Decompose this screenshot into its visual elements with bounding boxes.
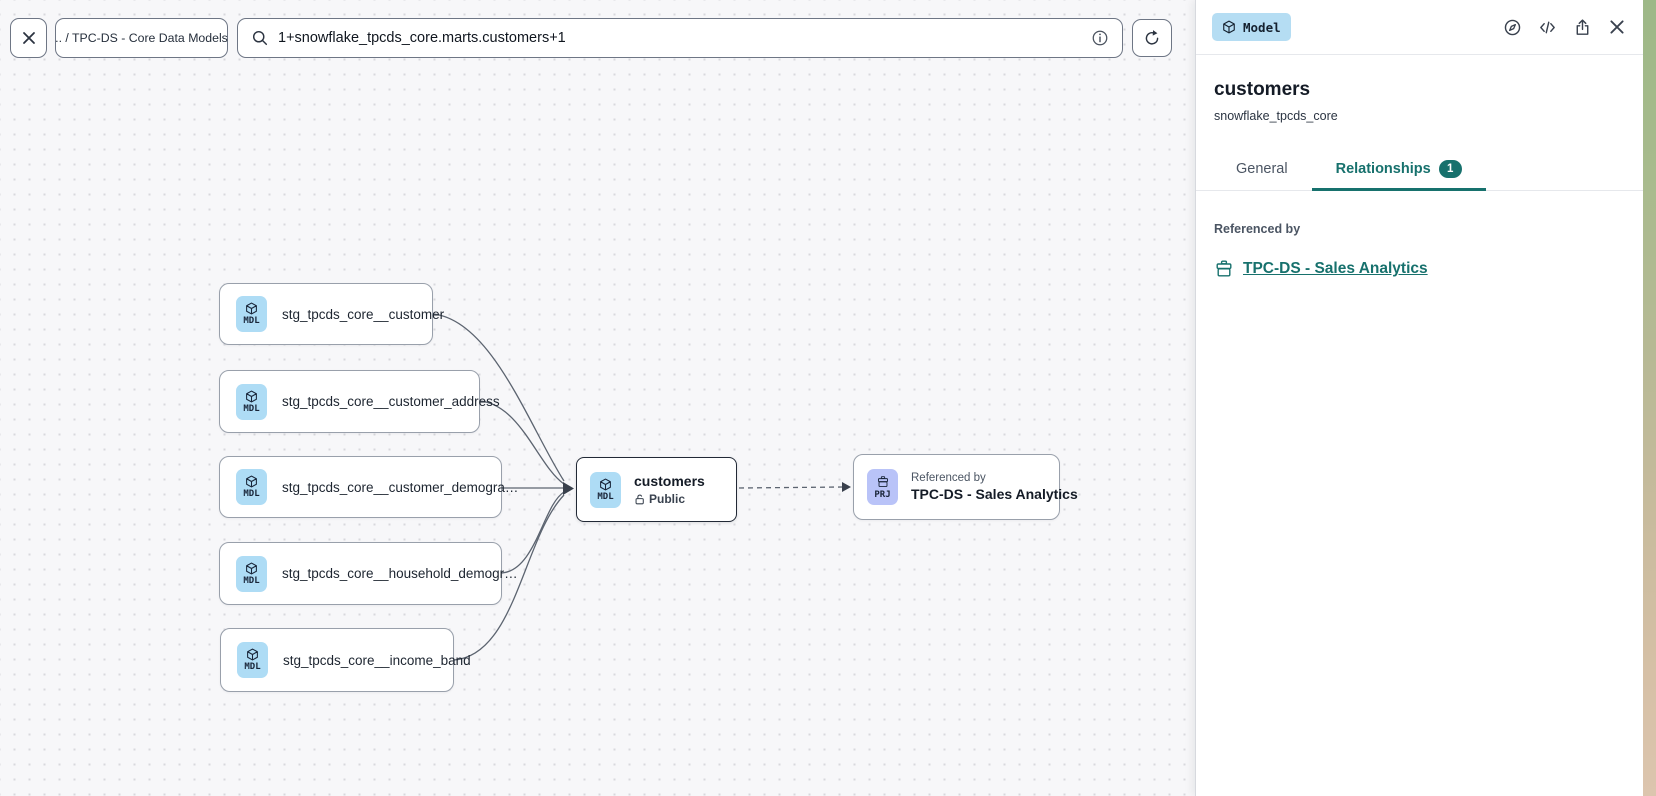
model-chip: MDL xyxy=(236,555,267,592)
node-label: stg_tpcds_core__income_band xyxy=(283,652,471,668)
project-box-icon xyxy=(1216,260,1232,277)
cube-icon xyxy=(246,475,257,488)
lock-open-icon xyxy=(635,494,644,505)
model-chip-label: MDL xyxy=(243,403,260,414)
compass-icon xyxy=(1504,19,1520,35)
panel-tabs: General Relationships 1 xyxy=(1196,150,1643,191)
model-chip: MDL xyxy=(236,296,267,332)
node-project-sales-analytics[interactable]: PRJ Referenced by TPC-DS - Sales Analyti… xyxy=(853,454,1078,520)
relationships-count-badge: 1 xyxy=(1438,160,1462,178)
model-chip-label: MDL xyxy=(243,316,260,326)
node-label: stg_tpcds_core__customer_address xyxy=(282,394,500,409)
model-chip-label: MDL xyxy=(243,489,260,499)
model-chip-label: MDL xyxy=(243,575,260,586)
model-chip: MDL xyxy=(236,469,267,505)
view-code-button[interactable] xyxy=(1533,13,1561,41)
tab-general[interactable]: General xyxy=(1212,150,1312,191)
panel-title-block: customers snowflake_tpcds_core xyxy=(1196,55,1643,123)
explore-lineage-button[interactable] xyxy=(1498,13,1526,41)
close-icon xyxy=(1610,20,1624,34)
desktop-wallpaper-edge xyxy=(1643,0,1656,796)
model-chip-label: MDL xyxy=(244,662,261,672)
cube-icon xyxy=(247,648,258,661)
referenced-by-label: Referenced by xyxy=(1214,222,1301,236)
reference-link[interactable]: TPC-DS - Sales Analytics xyxy=(1243,260,1428,277)
entity-type-label: Model xyxy=(1243,19,1281,35)
cube-icon xyxy=(600,478,611,490)
relationships-content: Referenced by TPC-DS - Sales Analytics xyxy=(1196,191,1643,279)
node-stg-customer-address[interactable]: MDL stg_tpcds_core__customer_address xyxy=(219,370,500,433)
panel-header: Model xyxy=(1196,0,1643,55)
node-title: TPC-DS - Sales Analytics xyxy=(911,486,1078,502)
project-box-icon xyxy=(877,475,888,487)
model-chip: MDL xyxy=(590,471,621,508)
model-chip-label: MDL xyxy=(597,491,614,502)
reference-link-row[interactable]: TPC-DS - Sales Analytics xyxy=(1214,259,1625,279)
cube-icon xyxy=(1223,20,1235,34)
dashed-edge-arrowhead xyxy=(842,482,851,492)
model-chip: MDL xyxy=(236,383,267,420)
breadcrumb[interactable]: .. / TPC-DS - Core Data Models xyxy=(55,18,228,58)
node-stg-income-band[interactable]: MDL stg_tpcds_core__income_band xyxy=(220,628,471,692)
entity-type-badge: Model xyxy=(1212,13,1291,41)
cube-icon xyxy=(246,562,257,574)
share-icon xyxy=(1576,18,1588,35)
tab-relationships[interactable]: Relationships 1 xyxy=(1311,150,1486,191)
refresh-icon xyxy=(1145,30,1159,45)
lineage-search[interactable] xyxy=(237,18,1123,58)
node-stg-customer-demographics[interactable]: MDL stg_tpcds_core__customer_demogra… xyxy=(219,456,518,518)
refresh-button[interactable] xyxy=(1132,19,1172,57)
node-stg-customer[interactable]: MDL stg_tpcds_core__customer xyxy=(219,283,444,345)
close-icon xyxy=(22,32,35,44)
share-button[interactable] xyxy=(1568,13,1596,41)
node-subtitle: Referenced by xyxy=(911,472,986,484)
search-input[interactable] xyxy=(278,30,1082,46)
lineage-edges xyxy=(432,313,851,661)
edge-customers-to-project xyxy=(738,486,843,489)
close-lineage-button[interactable] xyxy=(10,18,47,58)
page-subtitle: snowflake_tpcds_core xyxy=(1214,109,1338,123)
close-panel-button[interactable] xyxy=(1603,13,1631,41)
node-stg-household-demographics[interactable]: MDL stg_tpcds_core__household_demogr… xyxy=(219,542,518,605)
node-label: stg_tpcds_core__customer_demogra… xyxy=(282,479,519,495)
cube-icon xyxy=(246,390,257,402)
edge-arrowhead xyxy=(563,482,574,495)
node-customers-selected[interactable]: MDL customers Public xyxy=(576,457,737,522)
project-chip-label: PRJ xyxy=(874,489,891,500)
details-panel: Model customers snowflake_tpcds_core Gen… xyxy=(1195,0,1643,796)
cube-icon xyxy=(246,302,257,315)
project-chip: PRJ xyxy=(867,469,898,505)
breadcrumb-label: .. / TPC-DS - Core Data Models xyxy=(55,31,228,45)
tab-label: General xyxy=(1236,161,1288,177)
visibility-label: Public xyxy=(649,492,686,506)
search-icon xyxy=(252,30,268,46)
node-label: stg_tpcds_core__customer xyxy=(282,306,445,322)
node-label: stg_tpcds_core__household_demogr… xyxy=(282,566,518,581)
node-title: customers xyxy=(634,473,705,489)
code-icon xyxy=(1539,21,1555,33)
tab-label: Relationships xyxy=(1335,161,1431,177)
info-icon[interactable] xyxy=(1091,29,1109,47)
page-title: customers xyxy=(1214,79,1311,100)
edge-household-to-customers xyxy=(501,491,565,574)
model-chip: MDL xyxy=(237,642,268,678)
